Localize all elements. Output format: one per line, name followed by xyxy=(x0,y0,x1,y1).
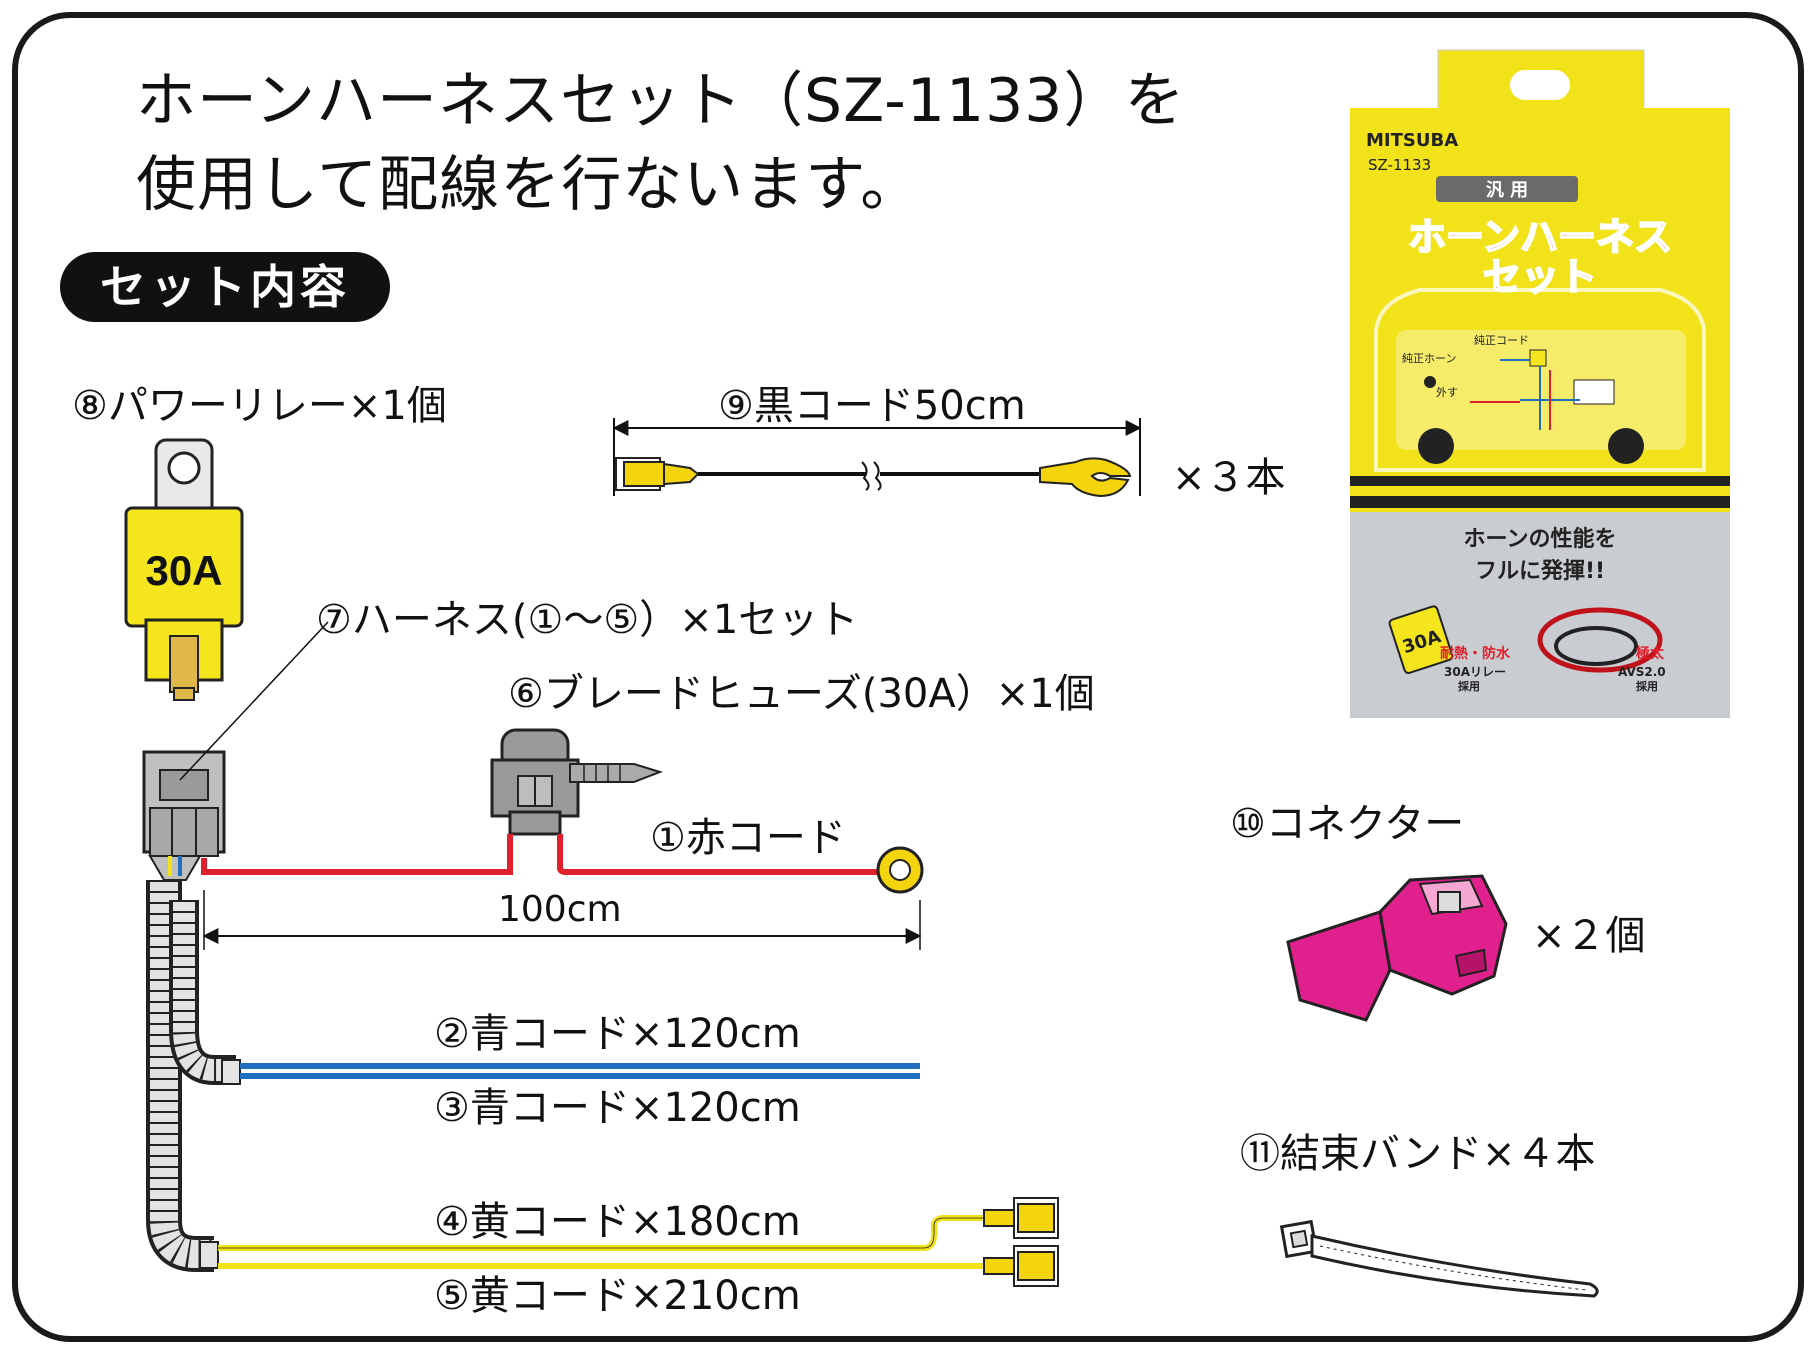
product-package: MITSUBA SZ-1133 汎 用 ホーンハーネス セット 純正コード 純正… xyxy=(1350,49,1730,718)
package-slogan-2: フルに発揮!! xyxy=(1475,559,1605,584)
harness-label: ⑦ハーネス(①〜⑤）×1セット xyxy=(316,597,859,643)
relay-label: ⑧パワーリレー×1個 xyxy=(72,383,447,429)
package-title-2: セット xyxy=(1483,255,1597,299)
red-cord-length: 100cm xyxy=(498,889,622,930)
fuse-label: ⑥ブレードヒューズ(30A）×1個 xyxy=(508,671,1095,717)
yellow-cords xyxy=(218,1197,1059,1287)
connector-qty: ×２個 xyxy=(1532,913,1646,959)
yellow-cord-5-label: ⑤黄コード×210cm xyxy=(434,1273,801,1319)
heading-line-2: 使用して配線を行ないます。 xyxy=(136,150,922,220)
blue-cord-3-label: ③青コード×120cm xyxy=(434,1085,801,1131)
relay-rating: 30A xyxy=(145,547,222,594)
package-title-1: ホーンハーネス xyxy=(1408,215,1672,259)
package-feature-2a: 極太 xyxy=(1636,645,1665,662)
cable-tie-label: ⑪結束バンド×４本 xyxy=(1240,1131,1596,1177)
package-badge: 汎 用 xyxy=(1486,179,1528,201)
section-label: セット内容 xyxy=(60,252,390,322)
blue-cords xyxy=(240,1063,920,1079)
package-diagram-label-1: 純正コード xyxy=(1474,334,1529,347)
package-feature-2b: AVS2.0 xyxy=(1618,665,1666,679)
harness-tube xyxy=(142,621,329,1272)
tap-connector xyxy=(1286,874,1508,1022)
red-cord-label: ①赤コード xyxy=(650,815,846,861)
package-feature-2c: 採用 xyxy=(1636,679,1658,693)
red-cord xyxy=(201,834,924,950)
package-diagram-label-3: 外す xyxy=(1436,386,1458,399)
cable-tie xyxy=(1279,1219,1599,1298)
package-slogan-1: ホーンの性能を xyxy=(1464,526,1617,552)
package-model: SZ-1133 xyxy=(1368,156,1431,174)
blue-cord-2-label: ②青コード×120cm xyxy=(434,1011,801,1057)
package-brand: MITSUBA xyxy=(1366,130,1458,151)
blade-fuse-holder xyxy=(490,728,664,836)
connector-label: ⑩コネクター xyxy=(1230,801,1465,847)
black-cord xyxy=(612,418,1142,498)
package-diagram-label-2: 純正ホーン xyxy=(1402,352,1456,365)
black-cord-qty: ×３本 xyxy=(1172,455,1286,501)
package-feature-1b: 30Aリレー xyxy=(1444,665,1506,679)
package-feature-1a: 耐熱・防水 xyxy=(1440,645,1511,662)
black-cord-label: ⑨黒コード50cm xyxy=(718,383,1026,429)
heading-line-1: ホーンハーネスセット（SZ-1133）を xyxy=(136,66,1186,136)
package-feature-1c: 採用 xyxy=(1458,679,1480,693)
power-relay: 30A xyxy=(124,438,244,701)
yellow-cord-4-label: ④黄コード×180cm xyxy=(434,1199,801,1245)
